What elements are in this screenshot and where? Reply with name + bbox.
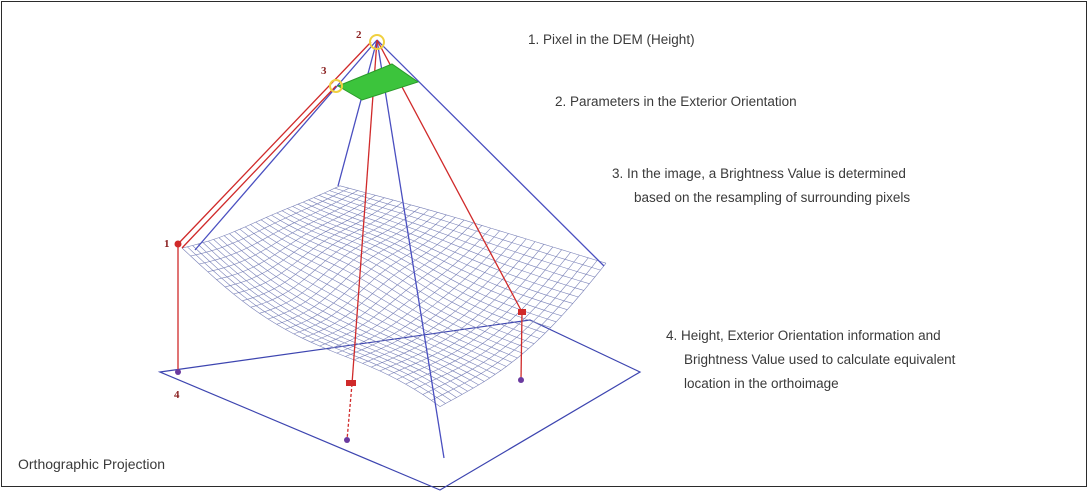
ray-to-left-top [337, 39, 378, 187]
mesh-line [285, 214, 447, 330]
perspective-center-highlight [369, 34, 385, 50]
point-label-3: 3 [321, 65, 327, 77]
point-label-4: 4 [174, 389, 180, 401]
mesh-line [250, 204, 412, 308]
mesh-line [310, 222, 474, 343]
mesh-line [319, 225, 483, 347]
step-3-caption-line-2: based on the resampling of surrounding p… [634, 190, 911, 205]
mesh-line [353, 236, 518, 361]
blue-projection-rays [194, 39, 605, 459]
mesh-line [339, 185, 607, 264]
mesh-line [388, 246, 554, 376]
mesh-line [379, 244, 545, 372]
mesh-line [181, 185, 341, 249]
mesh-line [190, 187, 350, 257]
mesh-line [250, 224, 513, 363]
step-1-caption: 1. Pixel in the DEM (Height) [528, 32, 695, 47]
mesh-line [439, 263, 607, 407]
mesh-line [336, 230, 500, 354]
mesh-line [224, 197, 385, 288]
red-edge-upper [177, 41, 372, 245]
orthographic-projection-label: Orthographic Projection [18, 456, 166, 472]
ray-to-center-bottom [376, 39, 445, 459]
dem-pixel-point [174, 240, 182, 248]
step-4-caption-line-2: Brightness Value used to calculate equiv… [684, 352, 956, 367]
surface-point-center [346, 380, 356, 386]
mesh-line [345, 233, 509, 357]
ground-plane [157, 319, 642, 491]
dem-surface-mesh [181, 185, 607, 407]
mesh-line [318, 195, 584, 291]
mesh-line [208, 240, 468, 392]
mesh-line [216, 195, 376, 280]
ground-point-4 [175, 369, 181, 375]
mesh-line [302, 219, 465, 339]
red-ray-center [351, 39, 378, 385]
mesh-line [267, 209, 429, 320]
point-label-2: 2 [356, 29, 362, 41]
mesh-line [242, 202, 403, 302]
surface-point-right [518, 309, 526, 315]
mesh-line [197, 243, 457, 398]
mesh-line [276, 212, 438, 325]
red-edge-lower [181, 85, 337, 249]
ray-to-ground-left [194, 39, 378, 251]
step-4-caption-line-1: 4. Height, Exterior Orientation informat… [666, 328, 941, 343]
mesh-line [233, 199, 394, 295]
mesh-line [199, 190, 358, 265]
mesh-line [431, 260, 598, 401]
mesh-line [207, 192, 367, 273]
point-label-1: 1 [164, 238, 170, 250]
red-drop-center [346, 383, 353, 441]
mesh-line [297, 203, 562, 317]
mesh-line [287, 208, 551, 328]
red-drop-right [520, 311, 523, 381]
mesh-line [259, 207, 420, 314]
step-2-caption: 2. Parameters in the Exterior Orientatio… [555, 94, 797, 109]
image-plane [336, 63, 420, 101]
mesh-line [414, 254, 580, 390]
step-3-caption-line-1: 3. In the image, a Brightness Value is d… [612, 166, 906, 181]
mesh-line [362, 238, 527, 364]
mesh-line [396, 249, 562, 380]
image-point-highlight [329, 79, 343, 93]
mesh-line [405, 252, 571, 385]
mesh-line [293, 217, 456, 335]
mesh-line [422, 257, 589, 395]
ray-to-right-top [376, 39, 605, 267]
ground-point-center [344, 437, 350, 443]
mesh-line [371, 241, 536, 368]
step-4-caption-line-3: location in the orthoimage [684, 376, 839, 391]
ground-point-right [518, 377, 524, 383]
